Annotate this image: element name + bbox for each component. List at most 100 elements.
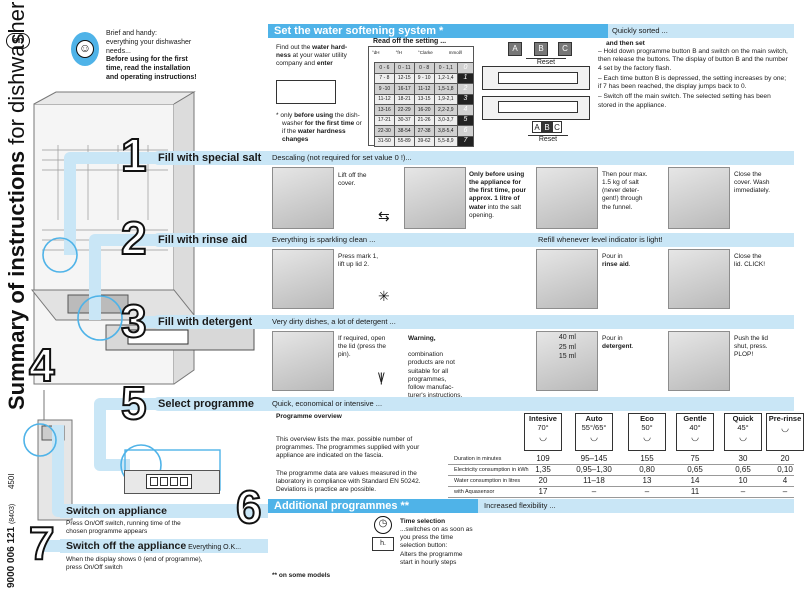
dishes-icon: ◡ [643, 432, 651, 442]
hardness-value: 7 - 8 [374, 72, 395, 84]
programme-temp: 70° [537, 423, 549, 432]
rinse-step-1: Press mark 1,lift up lid 2. [338, 253, 379, 269]
programme-data-value: 0,80 [639, 465, 655, 474]
spray-icon: \|/ [378, 370, 384, 385]
programme-data-value: 155 [640, 454, 654, 463]
water-hardness-entry-box[interactable] [276, 80, 336, 104]
programme-data-value: 14 [690, 476, 700, 485]
section-additional-bar-right [478, 499, 794, 513]
salt-photo-4 [668, 167, 730, 229]
programme-data-value: – [782, 487, 788, 496]
hardness-value: 5,5-8,9 [433, 135, 459, 147]
section-switch-off-title: Switch off the appliance Everything O.K.… [66, 540, 242, 552]
hardness-setting: 1 [457, 72, 474, 84]
section-salt-bar [152, 151, 268, 165]
button-a-top: A [508, 42, 522, 56]
panel-top-keys [498, 72, 578, 84]
hardness-value: 0 - 8 [413, 62, 435, 74]
water-set-steps: and then set – Hold down programme butto… [598, 40, 788, 109]
hardness-value: 16-20 [413, 104, 435, 116]
programme-data-value: 11 [690, 487, 700, 496]
programme-name: Eco [640, 414, 654, 423]
hardness-value: 1,5-1,8 [433, 83, 459, 95]
dishes-icon: ◡ [539, 432, 547, 442]
programme-overview-text: This overview lists the max. possible nu… [276, 436, 420, 460]
programme-box: Pre-rinse◡ [766, 413, 804, 451]
hardness-value: 2,2-2,9 [433, 104, 459, 116]
programme-data-value: 13 [642, 476, 652, 485]
section-detergent-bar [152, 315, 268, 329]
detergent-photo-3 [668, 331, 730, 391]
hardness-value: 1,9-2,1 [433, 93, 459, 105]
sparkle-icon: ✳ [378, 288, 390, 304]
programme-data-value: 1,35 [535, 465, 551, 474]
section-water-softening-header: Set the water softening system * [268, 24, 608, 38]
step-number-5: 5 [120, 377, 148, 429]
water-note: * only before using the dish- washer for… [276, 112, 362, 144]
section-rinse-title: Fill with rinse aid [158, 234, 248, 246]
section-programme-bar [152, 397, 268, 411]
section-salt-bar-right [268, 151, 794, 165]
fascia-key-4 [180, 477, 188, 486]
programme-data-value: 17 [538, 487, 548, 496]
hardness-value: 13-16 [374, 104, 395, 116]
section-water-softening-right: Quickly sorted ... [612, 26, 668, 35]
hardness-setting: 6 [457, 125, 474, 137]
section-detergent-desc: Very dirty dishes, a lot of detergent ..… [272, 317, 396, 326]
programme-overview-title: Programme overview [276, 413, 342, 420]
programme-name: Auto [585, 414, 603, 423]
programme-name: Quick [732, 414, 754, 423]
hardness-value: 3,0-3,7 [433, 114, 459, 126]
programme-data-value: 0,95–1,30 [576, 465, 612, 474]
step-number-3: 3 [120, 295, 148, 347]
section-detergent-title: Fill with detergent [158, 316, 253, 328]
hardness-value: 13-15 [413, 93, 435, 105]
timer-button-label: h. [372, 537, 394, 551]
salt-step-3: Then pour max.1.5 kg of salt(never deter… [602, 171, 648, 211]
hardness-value: 16-17 [393, 83, 415, 95]
programme-data-label: Electricity consumption in kWh [454, 467, 529, 473]
dishes-icon: ◡ [781, 423, 789, 433]
section-salt-desc: Descaling (not required for set value 0 … [272, 153, 412, 162]
programme-data-value: 10 [738, 476, 748, 485]
programme-data-value: 75 [690, 454, 700, 463]
hardness-value: 38-54 [393, 125, 415, 137]
salt-photo-1 [272, 167, 334, 229]
programme-data-value: – [740, 487, 746, 496]
section-rinse-bar [152, 233, 268, 247]
programme-data-value: 30 [738, 454, 748, 463]
programme-name: Intesive [529, 414, 557, 423]
hardness-value: 18-21 [393, 93, 415, 105]
hardness-value: 3,8-5,4 [433, 125, 459, 137]
section-additional-header: Additional programmes ** [268, 499, 478, 513]
section-salt-title: Fill with special salt [158, 152, 262, 164]
dishes-icon: ◡ [691, 432, 699, 442]
section-rinse-right: Refill whenever level indicator is light… [538, 235, 663, 244]
water-find-text: Find out the water hard- ness at your wa… [276, 44, 348, 68]
button-a-bottom: A [532, 121, 542, 133]
programme-data-value: 4 [782, 476, 788, 485]
programme-data-value: 20 [780, 454, 790, 463]
rinse-photo-3 [668, 249, 730, 309]
programme-data-value: – [591, 487, 597, 496]
timer-text: Time selection ...switches on as soon as… [400, 518, 473, 566]
step-number-7: 7 [28, 517, 56, 569]
programme-name: Pre-rinse [768, 414, 802, 423]
